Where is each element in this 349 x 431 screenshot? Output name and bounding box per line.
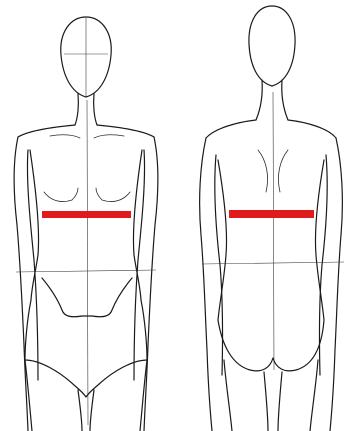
- front-clavicle-left: [50, 135, 80, 138]
- front-leg-right-inner: [90, 390, 94, 431]
- front-arm-left-outer: [14, 137, 28, 431]
- front-arm-right-outer: [144, 137, 158, 431]
- front-neck-right: [94, 94, 97, 125]
- back-neck-left: [256, 80, 262, 120]
- front-torso-left: [30, 150, 39, 300]
- back-shoulder-blade-left: [258, 150, 268, 192]
- back-spine-line: [273, 92, 274, 370]
- back-neck-right: [282, 80, 288, 120]
- back-shoulder-right: [288, 120, 336, 138]
- back-view: [200, 6, 344, 431]
- back-leg-left-inner: [264, 372, 268, 431]
- front-view: [14, 17, 158, 431]
- back-arm-right-outer: [330, 138, 342, 431]
- front-hip-left: [25, 300, 31, 360]
- back-shoulder-left: [206, 120, 256, 138]
- front-neck-left: [75, 94, 78, 125]
- front-waist-line: [16, 270, 156, 272]
- back-leg-left-outer: [224, 360, 232, 431]
- front-clavicle-right: [94, 135, 124, 138]
- front-torso-right: [133, 150, 142, 300]
- back-head: [249, 6, 295, 86]
- back-leg-right-outer: [310, 360, 318, 431]
- front-center-line: [87, 100, 88, 425]
- back-arm-left-outer: [200, 138, 212, 431]
- back-shoulder-blade-right: [278, 150, 288, 192]
- back-underbust-marker: [229, 210, 314, 218]
- front-bust-left: [44, 188, 78, 202]
- front-brief-bottom: [25, 360, 147, 397]
- back-buttocks: [218, 320, 324, 371]
- front-underbust-marker: [42, 211, 131, 218]
- front-leg-left-inner: [78, 390, 82, 431]
- front-hip-right: [141, 300, 147, 360]
- back-arm-left-inner: [215, 155, 223, 375]
- front-brief-top: [42, 278, 132, 317]
- front-bust-right: [96, 188, 130, 202]
- back-leg-right-inner: [278, 372, 282, 431]
